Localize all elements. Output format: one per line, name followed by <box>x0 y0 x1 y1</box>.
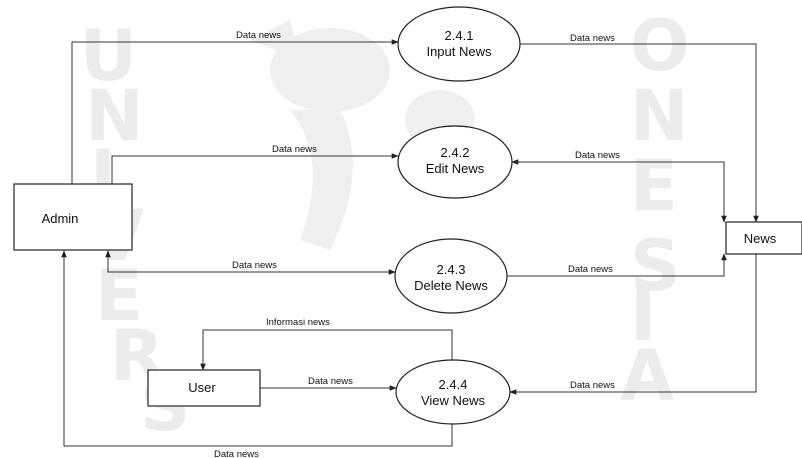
watermark-letter: E <box>630 145 678 227</box>
process-view-news-circle <box>395 359 511 425</box>
entity-user-box <box>147 369 261 407</box>
process-number: 2.4.2 <box>441 145 470 160</box>
process-name: Edit News <box>426 161 485 176</box>
entity-user: User <box>147 369 261 407</box>
process-view-news: 2.4.4 View News <box>395 359 511 425</box>
watermark-letter: N <box>630 75 689 157</box>
flow-delete-to-news <box>506 253 727 277</box>
flow-admin-to-delete <box>105 250 396 275</box>
entity-admin: Admin <box>13 183 133 251</box>
entity-user-label: User <box>188 380 216 395</box>
flow-label-admin-edit: Data news <box>272 144 317 155</box>
process-delete-news: 2.4.3 Delete News <box>394 238 508 314</box>
flow-label-admin-to-delete: Data news <box>232 260 277 271</box>
entity-admin-box <box>13 183 133 251</box>
flow-labels: Data news Data news Data news Data news … <box>214 30 620 458</box>
flow-news-to-view <box>509 254 757 395</box>
flow-input-to-news <box>520 43 759 223</box>
watermark-letter: N <box>85 75 144 157</box>
process-number: 2.4.4 <box>439 377 468 392</box>
flow-admin-edit <box>109 153 399 217</box>
flow-label-input-to-news: Data news <box>570 33 615 44</box>
flow-view-to-admin <box>61 250 453 447</box>
watermark-letter: S <box>630 225 680 307</box>
process-number: 2.4.1 <box>445 28 474 43</box>
flow-label-user-to-view: Data news <box>308 376 353 387</box>
flow-label-view-to-user-info: Informasi news <box>266 317 330 328</box>
entity-news-box <box>725 221 802 255</box>
entity-news-label: News <box>744 231 777 246</box>
flow-admin-to-input <box>71 39 399 184</box>
watermark-letter: A <box>620 335 674 417</box>
entity-news: News <box>725 221 802 255</box>
watermark-letter: U <box>80 15 137 97</box>
process-name: Delete News <box>414 278 488 293</box>
flows <box>61 39 759 447</box>
process-edit-news-circle <box>397 125 513 199</box>
watermark-letter: O <box>630 5 690 87</box>
process-input-news: 2.4.1 Input News <box>397 6 521 82</box>
process-delete-news-circle <box>394 238 508 314</box>
process-input-news-circle <box>397 6 521 82</box>
watermark-letter: I <box>630 275 656 357</box>
flow-label-news-to-view: Data news <box>570 380 615 391</box>
flow-view-to-user-info <box>200 329 453 371</box>
flow-label-view-to-admin: Data news <box>214 449 259 458</box>
process-edit-news: 2.4.2 Edit News <box>397 125 513 199</box>
process-name: Input News <box>426 44 492 59</box>
flow-label-admin-to-input: Data news <box>236 30 281 41</box>
flow-label-delete-to-news: Data news <box>568 264 613 275</box>
entity-admin-label: Admin <box>42 211 79 226</box>
flow-label-edit-news-store: Data news <box>575 150 620 161</box>
process-number: 2.4.3 <box>437 262 466 277</box>
process-name: View News <box>421 393 486 408</box>
flow-edit-news-store <box>511 159 727 223</box>
